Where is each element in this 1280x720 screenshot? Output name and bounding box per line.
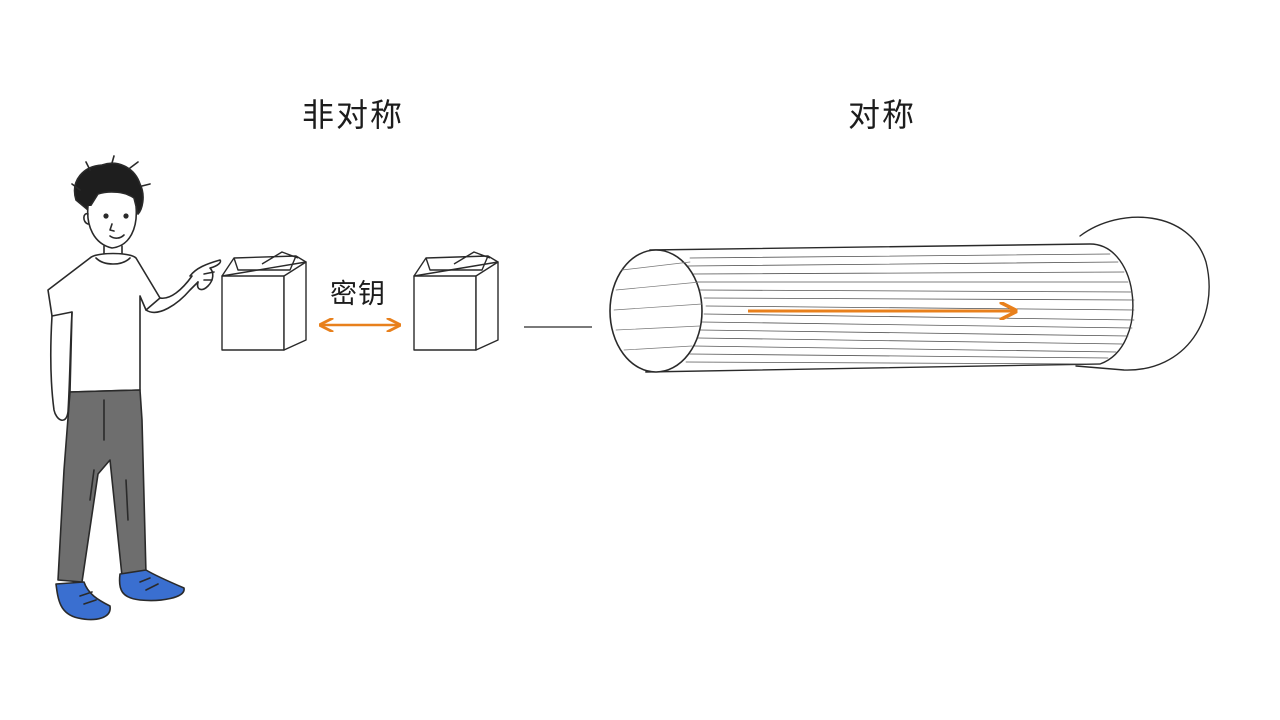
box-icon <box>221 251 307 351</box>
asymmetric-title: 非对称 <box>302 96 405 134</box>
key-label: 密钥 <box>330 279 386 310</box>
person-pointing-icon <box>47 155 222 621</box>
box-icon <box>413 251 499 351</box>
cylinder-tunnel-icon <box>609 216 1210 373</box>
symmetric-title: 对称 <box>848 96 917 134</box>
